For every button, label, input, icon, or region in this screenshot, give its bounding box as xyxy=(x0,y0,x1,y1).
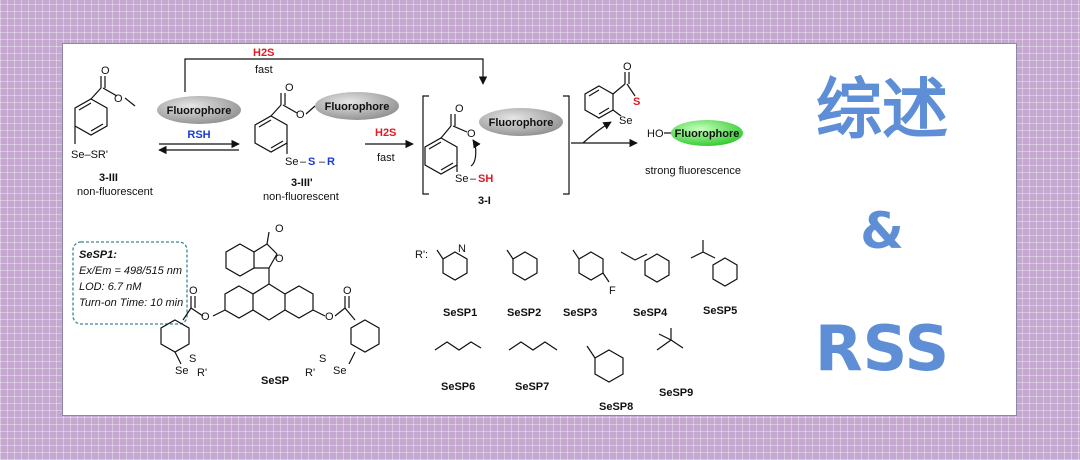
compound-1-id: 3-III xyxy=(99,172,118,184)
svg-text:R': R' xyxy=(197,367,207,379)
svg-text:F: F xyxy=(609,285,616,297)
svg-text:O: O xyxy=(189,285,198,297)
top-reagent: H2S xyxy=(253,47,274,59)
product-fluorophore xyxy=(671,120,743,146)
byproduct-arrow xyxy=(582,121,612,144)
substituent-drawings: N F xyxy=(434,240,738,383)
fluorophore-label-2: Fluorophore xyxy=(325,101,390,113)
svg-text:O: O xyxy=(343,285,352,297)
svg-text:N: N xyxy=(458,243,466,255)
probe-label-sesp1: SeSP1 xyxy=(443,307,477,319)
byproduct-atom-s: S xyxy=(633,96,640,108)
step2-reagent: H2S xyxy=(375,127,396,139)
svg-text:Se: Se xyxy=(175,365,188,377)
reaction-scheme: H2S fast O O Fluorophore Se–SR' 3-III no… xyxy=(71,47,949,413)
r-prime-label: R': xyxy=(415,249,428,261)
svg-text:SH: SH xyxy=(478,173,493,185)
fluorophore-label-4: Fluorophore xyxy=(675,128,740,140)
svg-text:O: O xyxy=(325,311,334,323)
fluorophore-label-3: Fluorophore xyxy=(489,117,554,129)
svg-text:–: – xyxy=(300,156,307,168)
svg-text:–: – xyxy=(319,156,326,168)
product-label: strong fluorescence xyxy=(645,165,741,177)
svg-text:O: O xyxy=(101,65,110,77)
fluorophore-ellipse xyxy=(157,96,241,124)
svg-text:O: O xyxy=(296,109,305,121)
svg-text:O: O xyxy=(285,82,294,94)
sesp-label: SeSP xyxy=(261,375,289,387)
probe-label-sesp8: SeSP8 xyxy=(599,401,633,413)
compound-1-desc: non-fluorescent xyxy=(77,186,153,198)
svg-text:R': R' xyxy=(305,367,315,379)
svg-text:O: O xyxy=(467,128,476,140)
probe-info-box xyxy=(72,241,188,325)
svg-text:O: O xyxy=(114,93,123,105)
intermediate-bracket xyxy=(422,95,570,195)
compound-3-III xyxy=(74,76,241,144)
side-title-rss: RSS xyxy=(815,312,949,385)
svg-text:S: S xyxy=(308,156,315,168)
svg-text:Se: Se xyxy=(333,365,346,377)
svg-text:O: O xyxy=(275,223,284,235)
sesp-structure xyxy=(160,231,380,365)
probe-label-sesp4: SeSP4 xyxy=(633,307,668,319)
probe-line-turnon: Turn-on Time: 10 min xyxy=(79,297,183,309)
equilibrium-reagent: RSH xyxy=(187,129,210,141)
svg-text:Se: Se xyxy=(455,173,468,185)
probe-label-sesp3: SeSP3 xyxy=(563,307,597,319)
probe-title: SeSP1: xyxy=(79,249,117,261)
side-title-chinese: 综述 xyxy=(816,71,948,148)
svg-text:S: S xyxy=(319,353,326,365)
product-prefix: HO xyxy=(647,128,664,140)
byproduct-atom-se: Se xyxy=(619,115,632,127)
svg-text:O: O xyxy=(623,61,632,73)
compound-3-III-prime xyxy=(254,92,399,154)
scheme-panel: H2S fast O O Fluorophore Se–SR' 3-III no… xyxy=(62,43,1017,416)
svg-text:O: O xyxy=(201,311,210,323)
probe-line-exem: Ex/Em = 498/515 nm xyxy=(79,265,182,277)
probe-label-sesp9: SeSP9 xyxy=(659,387,693,399)
probe-label-sesp5: SeSP5 xyxy=(703,305,737,317)
compound-1-substituent: Se–SR' xyxy=(71,149,108,161)
compound-2-desc: non-fluorescent xyxy=(263,191,339,203)
compound-2-id: 3-III' xyxy=(291,177,313,189)
svg-text:O: O xyxy=(275,253,284,265)
probe-label-sesp2: SeSP2 xyxy=(507,307,541,319)
intermediate-id: 3-I xyxy=(478,195,491,207)
fluorophore-label-1: Fluorophore xyxy=(167,105,232,117)
bypass-arrow xyxy=(184,58,488,92)
svg-text:R: R xyxy=(327,156,335,168)
svg-text:O: O xyxy=(455,103,464,115)
side-title-ampersand: & xyxy=(860,202,904,260)
svg-text:–: – xyxy=(470,173,477,185)
top-condition: fast xyxy=(255,64,273,76)
probe-label-sesp7: SeSP7 xyxy=(515,381,549,393)
probe-label-sesp6: SeSP6 xyxy=(441,381,475,393)
step2-condition: fast xyxy=(377,152,395,164)
svg-text:S: S xyxy=(189,353,196,365)
equilibrium-arrows xyxy=(158,139,240,155)
byproduct-benzisoselenazolone xyxy=(584,72,636,119)
probe-line-lod: LOD: 6.7 nM xyxy=(79,281,142,293)
svg-text:Se: Se xyxy=(285,156,298,168)
